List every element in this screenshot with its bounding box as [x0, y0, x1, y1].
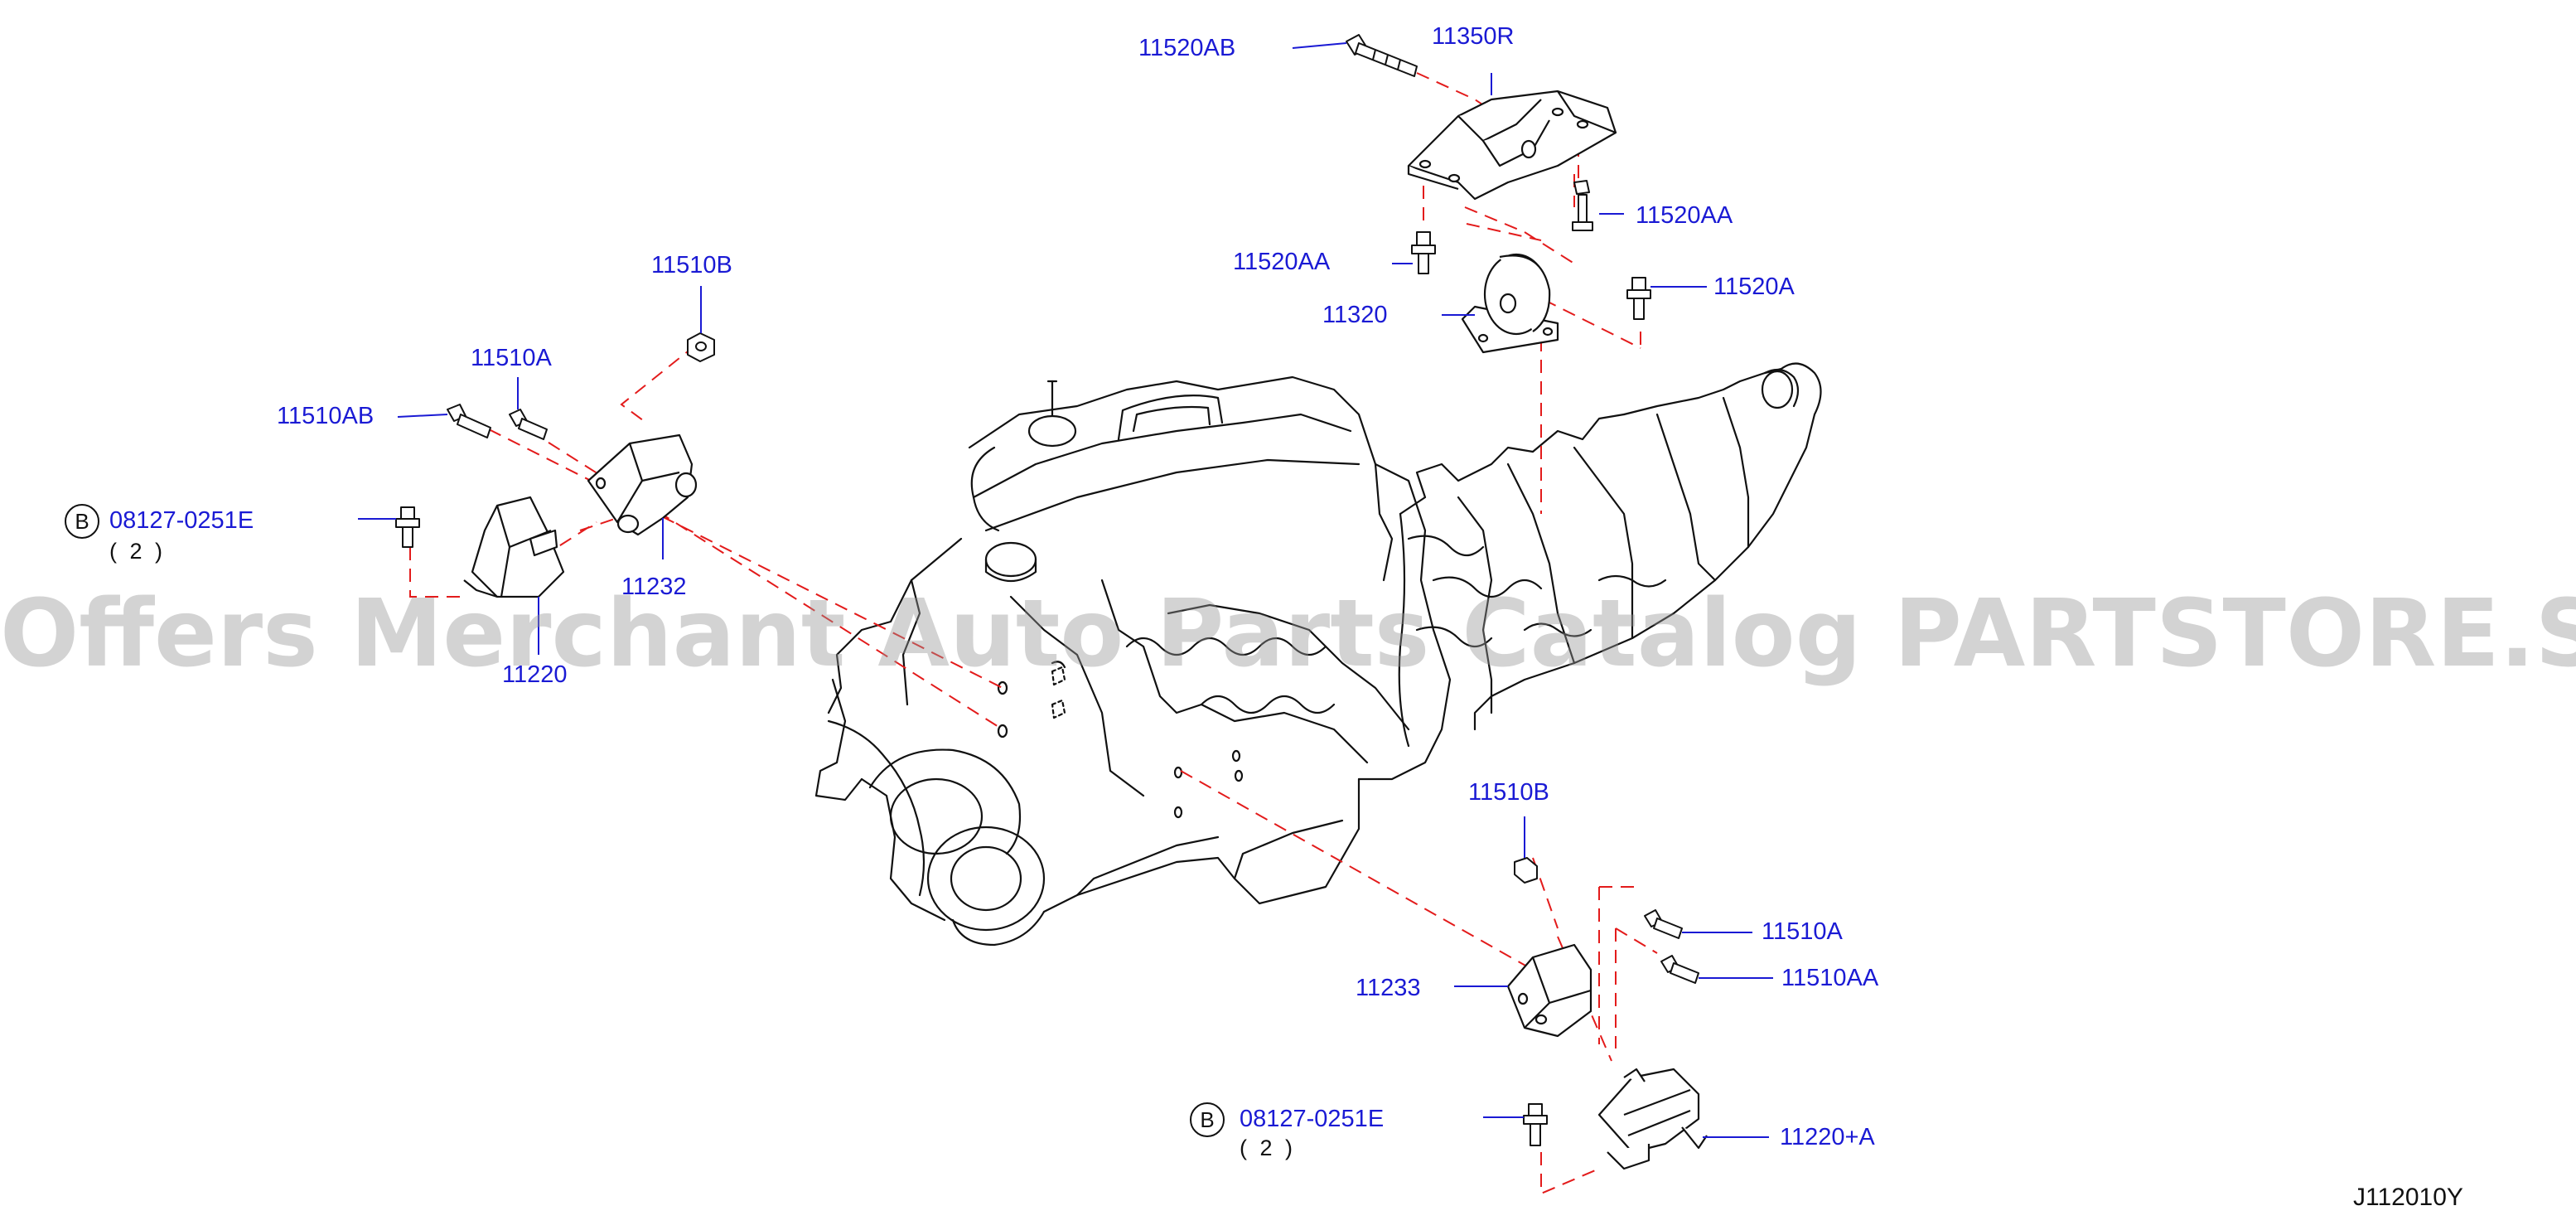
callout-11520A[interactable]: 11520A [1713, 274, 1795, 300]
insulator-11320 [1461, 253, 1559, 354]
callout-11233[interactable]: 11233 [1356, 975, 1421, 1001]
insulator-11220 [463, 496, 565, 598]
quantity-bottom: ( 2 ) [1240, 1136, 1297, 1160]
callout-08127-0251E-top[interactable]: 08127-0251E [109, 507, 254, 534]
callout-11320[interactable]: 11320 [1322, 302, 1388, 328]
callout-11520AB[interactable]: 11520AB [1138, 35, 1236, 61]
leader-lines [358, 42, 1773, 1138]
callout-11510B-top[interactable]: 11510B [651, 252, 732, 278]
callout-11520AA-top[interactable]: 11520AA [1636, 202, 1733, 229]
callout-11232[interactable]: 11232 [621, 574, 687, 600]
bracket-11233 [1506, 943, 1592, 1038]
callout-11220-A[interactable]: 11220+A [1780, 1124, 1875, 1150]
engine-assembly [814, 375, 1452, 947]
fasteners [395, 34, 1699, 1146]
callout-11510AA[interactable]: 11510AA [1781, 965, 1879, 991]
callout-11510B-bottom[interactable]: 11510B [1468, 779, 1549, 806]
callout-08127-0251E-bottom[interactable]: 08127-0251E [1240, 1106, 1385, 1132]
transmission-assembly [1399, 362, 1822, 731]
callout-11520AA-left[interactable]: 11520AA [1233, 249, 1331, 275]
callout-11220[interactable]: 11220 [502, 661, 568, 688]
assembly-lines [409, 72, 1658, 1195]
bracket-11350R [1407, 90, 1617, 201]
callout-11350R[interactable]: 11350R [1432, 23, 1515, 50]
diagram-code: J112010Y [2353, 1184, 2463, 1211]
callout-11510A-bottom[interactable]: 11510A [1762, 918, 1843, 945]
callout-11510A-top[interactable]: 11510A [471, 345, 552, 371]
insulator-11220A [1597, 1068, 1708, 1170]
reference-badge-b-top: B [65, 504, 99, 539]
reference-badge-b-bottom: B [1190, 1102, 1225, 1137]
callout-11510AB[interactable]: 11510AB [277, 403, 375, 429]
bracket-11232 [587, 433, 698, 536]
quantity-top: ( 2 ) [109, 539, 167, 564]
